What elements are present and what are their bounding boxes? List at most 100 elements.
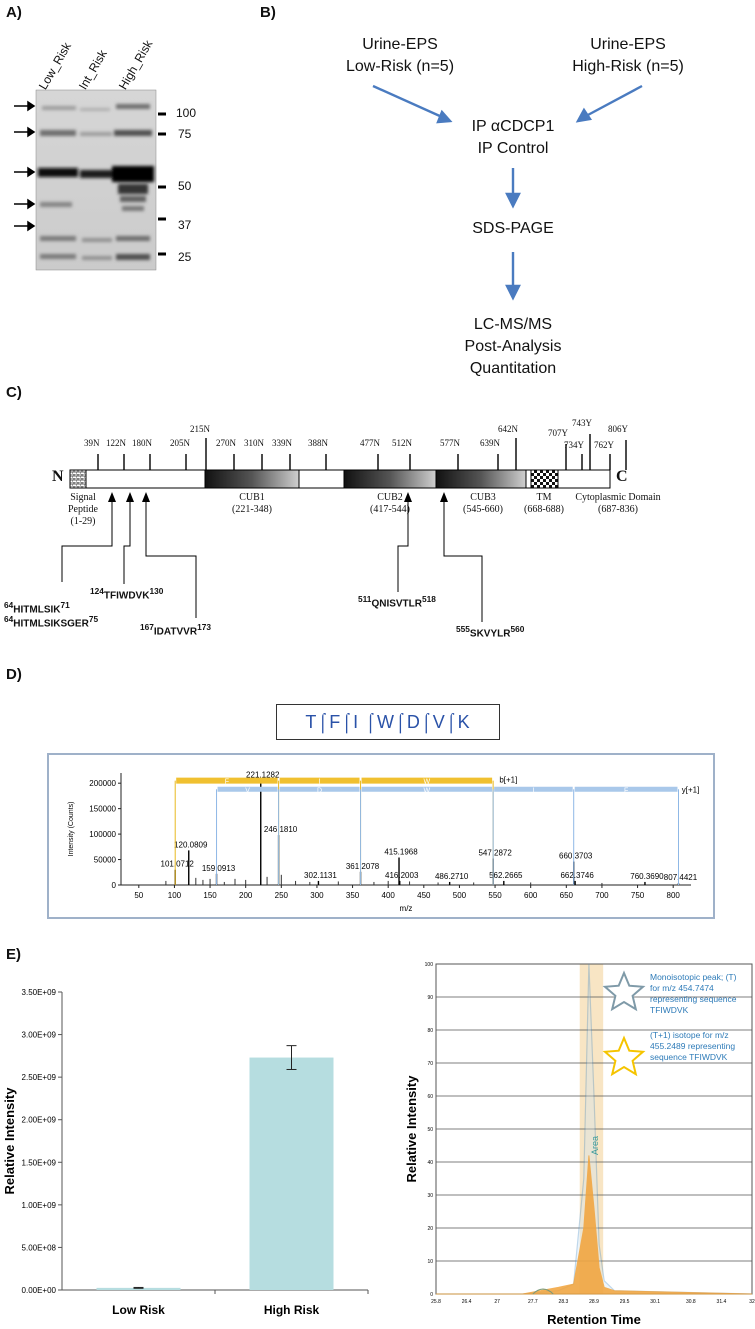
site-205N: 205N bbox=[170, 438, 190, 448]
spectrum-x-tick-label: 200 bbox=[239, 891, 253, 900]
bar-y-tick-label: 1.00E+09 bbox=[22, 1201, 57, 1210]
site-122N: 122N bbox=[106, 438, 126, 448]
xic-y-tick-label: 40 bbox=[427, 1160, 433, 1166]
xic-isotope-trace bbox=[436, 1155, 753, 1295]
xic-legend-text: sequence TFIWDVK bbox=[650, 1052, 728, 1062]
xic-y-tick-label: 30 bbox=[427, 1193, 433, 1199]
marker-37: 37 bbox=[178, 218, 192, 232]
spectrum-x-tick-label: 600 bbox=[524, 891, 538, 900]
y-ion-label: V bbox=[245, 787, 250, 794]
xic-y-tick-label: 90 bbox=[427, 995, 433, 1001]
xic-x-label: Retention Time bbox=[547, 1312, 641, 1327]
spectrum-y-tick-label: 0 bbox=[112, 881, 117, 890]
spectrum-peak-label: 662.3746 bbox=[560, 871, 594, 880]
spectrum-x-tick-label: 500 bbox=[453, 891, 467, 900]
protein-domain-map bbox=[69, 434, 627, 502]
spectrum-x-tick-label: 550 bbox=[488, 891, 502, 900]
bar-y-tick-label: 2.00E+09 bbox=[22, 1116, 57, 1125]
peptide-idatvvr: 167IDATVVR173 bbox=[140, 622, 211, 638]
b-ion-label: F bbox=[225, 779, 229, 786]
bar-category-label: High Risk bbox=[264, 1303, 320, 1317]
spectrum-peak-label: 562.2665 bbox=[489, 871, 523, 880]
bar-y-label: Relative Intensity bbox=[2, 1087, 17, 1195]
site-806Y: 806Y bbox=[608, 424, 628, 434]
xic-legend-text: representing sequence bbox=[650, 994, 737, 1004]
y-series-label: y[+1] bbox=[682, 785, 700, 794]
site-707Y: 707Y bbox=[548, 428, 568, 438]
n-terminus: N bbox=[52, 468, 64, 485]
spectrum-x-tick-label: 250 bbox=[275, 891, 289, 900]
panel-d-label: D) bbox=[6, 666, 22, 683]
spectrum-x-label: m/z bbox=[400, 904, 413, 913]
spectrum-peak-label: 760.3690 bbox=[630, 872, 664, 881]
marker-75: 75 bbox=[178, 127, 192, 141]
spectrum-peak-label: 120.0809 bbox=[174, 840, 208, 849]
spectrum-y-tick-label: 50000 bbox=[94, 856, 117, 865]
panel-a-label: A) bbox=[6, 4, 22, 21]
spectrum-peak-label: 807.4421 bbox=[664, 873, 698, 882]
panel-c-label: C) bbox=[6, 384, 22, 401]
marker-50: 50 bbox=[178, 179, 192, 193]
xic-x-tick-label: 29.5 bbox=[620, 1299, 630, 1305]
bar-category-label: Low Risk bbox=[112, 1303, 165, 1317]
xic-legend-text: TFIWDVK bbox=[650, 1005, 689, 1015]
domain-cub1: CUB1(221-348) bbox=[232, 492, 272, 515]
xic-star-isotope bbox=[602, 1035, 646, 1077]
spectrum-peak-label: 416.2003 bbox=[385, 871, 419, 880]
xic-x-tick-label: 27 bbox=[494, 1299, 500, 1305]
domain-tm: TM(668-688) bbox=[524, 492, 564, 515]
xic-x-tick-label: 25.8 bbox=[431, 1299, 441, 1305]
spectrum-peak-label: 660.3703 bbox=[559, 852, 593, 861]
xic-y-tick-label: 20 bbox=[427, 1226, 433, 1232]
flow-arrows bbox=[372, 84, 643, 301]
spectrum-y-tick-label: 150000 bbox=[89, 805, 116, 814]
xic-x-tick-label: 28.9 bbox=[589, 1299, 599, 1305]
peptide-tfiwdvk: 124TFIWDVK130 bbox=[90, 586, 164, 602]
marker-100: 100 bbox=[176, 106, 197, 120]
y-ion-label: F bbox=[624, 787, 628, 794]
site-577N: 577N bbox=[440, 438, 460, 448]
peptide-skvylr: 555SKVYLR560 bbox=[456, 624, 525, 640]
spectrum-x-tick-label: 100 bbox=[168, 891, 182, 900]
peptide-qnisvtlr: 511QNISVTLR518 bbox=[358, 594, 436, 610]
site-639N: 639N bbox=[480, 438, 500, 448]
site-477N: 477N bbox=[360, 438, 380, 448]
xic-y-tick-label: 10 bbox=[427, 1259, 433, 1265]
xic-legend-text: (T+1) isotope for m/z bbox=[650, 1030, 729, 1040]
xic-x-tick-label: 28.3 bbox=[559, 1299, 569, 1305]
xic-star-monoisotopic bbox=[602, 970, 646, 1012]
spectrum-y-tick-label: 200000 bbox=[89, 779, 116, 788]
xic-x-tick-label: 30.8 bbox=[686, 1299, 696, 1305]
peptide-leaders bbox=[61, 502, 483, 622]
bar-y-tick-label: 5.00E+08 bbox=[22, 1243, 57, 1252]
xic-y-tick-label: 100 bbox=[425, 962, 434, 968]
site-270N: 270N bbox=[216, 438, 236, 448]
panel-e-label: E) bbox=[6, 946, 21, 963]
site-743Y: 743Y bbox=[572, 418, 592, 428]
spectrum-y-tick-label: 100000 bbox=[89, 830, 116, 839]
spectrum-peak-label: 486.2710 bbox=[435, 872, 469, 881]
y-ion-label: I bbox=[532, 787, 534, 794]
site-512N: 512N bbox=[392, 438, 412, 448]
spectrum-x-tick-label: 50 bbox=[134, 891, 143, 900]
b-series-label: b[+1] bbox=[499, 776, 517, 785]
spectrum-x-tick-label: 300 bbox=[310, 891, 324, 900]
spectrum-peak-label: 246.1810 bbox=[264, 825, 298, 834]
panel-b-label: B) bbox=[260, 4, 276, 21]
bar-y-tick-label: 1.50E+09 bbox=[22, 1158, 57, 1167]
b-ion-label: W bbox=[424, 779, 431, 786]
spectrum-y-label: Intensity (Counts) bbox=[68, 802, 75, 857]
xic-legend-text: for m/z 454.7474 bbox=[650, 983, 714, 993]
bar-low-risk bbox=[96, 1287, 181, 1290]
peptide-hitmlsiksger: 64HITMLSIKSGER75 bbox=[4, 614, 99, 630]
xic-legend-text: Monoisotopic peak; (T) bbox=[650, 972, 737, 982]
xic-legend-text: 455.2489 representing bbox=[650, 1041, 735, 1051]
bar-y-tick-label: 3.50E+09 bbox=[22, 988, 57, 997]
bar-chart: 0.00E+005.00E+081.00E+091.50E+092.00E+09… bbox=[2, 988, 369, 1317]
xic-y-tick-label: 80 bbox=[427, 1028, 433, 1034]
